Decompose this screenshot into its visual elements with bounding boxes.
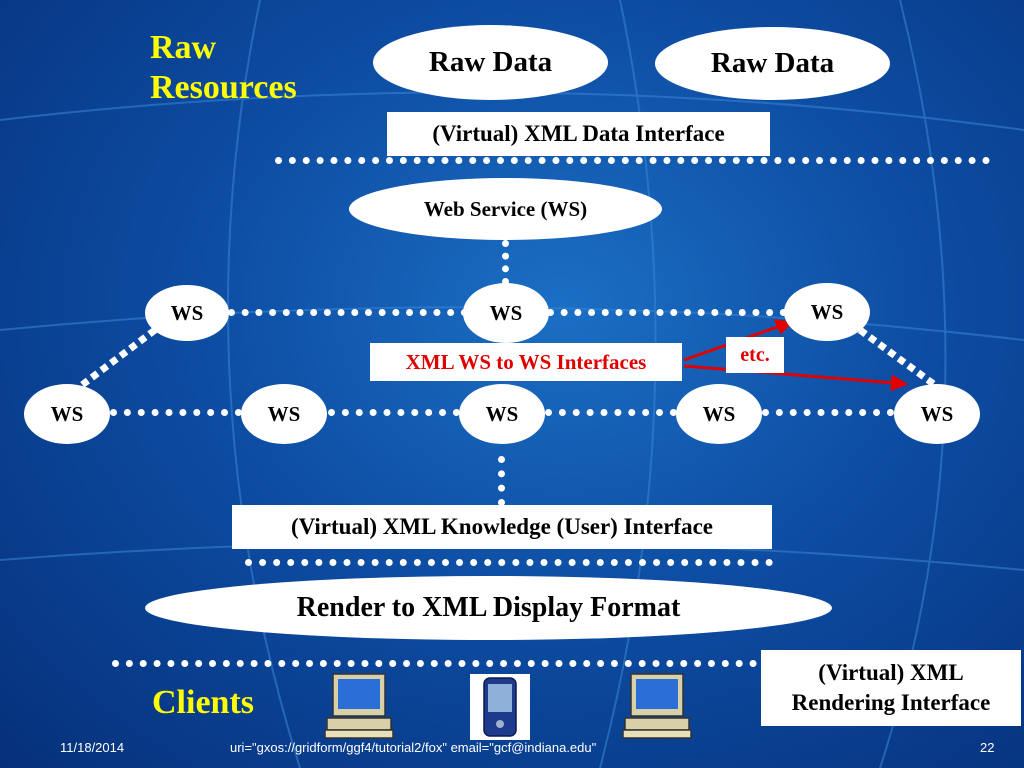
web-service-node: Web Service (WS) [349, 178, 662, 240]
clients-label: Clients [152, 684, 254, 721]
connector-line [545, 409, 677, 416]
connector-line [228, 309, 468, 316]
desktop-computer-icon [324, 673, 394, 739]
connector-line [762, 409, 894, 416]
ws-node: WS [24, 384, 110, 444]
pda-icon [483, 677, 517, 737]
connector-line [328, 409, 460, 416]
raw-data-node: Raw Data [373, 25, 608, 100]
xml-rendering-interface-box: (Virtual) XML Rendering Interface [761, 650, 1021, 726]
connector-line [502, 240, 509, 285]
ws-node: WS [463, 283, 549, 343]
ws-to-ws-interface-label: XML WS to WS Interfaces [370, 343, 682, 381]
connector-line [498, 456, 505, 506]
raw-resources-label: Raw Resources [150, 29, 297, 106]
separator-line [112, 660, 757, 667]
footer-uri: uri="gxos://gridform/ggf4/tutorial2/fox"… [230, 740, 597, 755]
desktop-computer-icon [622, 673, 692, 739]
ws-node: WS [676, 384, 762, 444]
xml-knowledge-interface-box: (Virtual) XML Knowledge (User) Interface [232, 505, 772, 549]
footer-date: 11/18/2014 [60, 740, 125, 755]
ws-node: WS [145, 285, 229, 341]
render-node: Render to XML Display Format [145, 576, 832, 640]
connector-line [110, 409, 242, 416]
ws-node: WS [459, 384, 545, 444]
ws-node: WS [894, 384, 980, 444]
raw-data-node: Raw Data [655, 27, 890, 100]
ws-node: WS [784, 283, 870, 341]
connector-line [547, 309, 787, 316]
separator-line [275, 157, 990, 164]
pda-icon-frame [470, 674, 530, 740]
page-number: 22 [980, 740, 995, 755]
etc-label: etc. [726, 337, 784, 373]
separator-line [245, 559, 773, 566]
xml-data-interface-box: (Virtual) XML Data Interface [387, 112, 770, 156]
ws-node: WS [241, 384, 327, 444]
